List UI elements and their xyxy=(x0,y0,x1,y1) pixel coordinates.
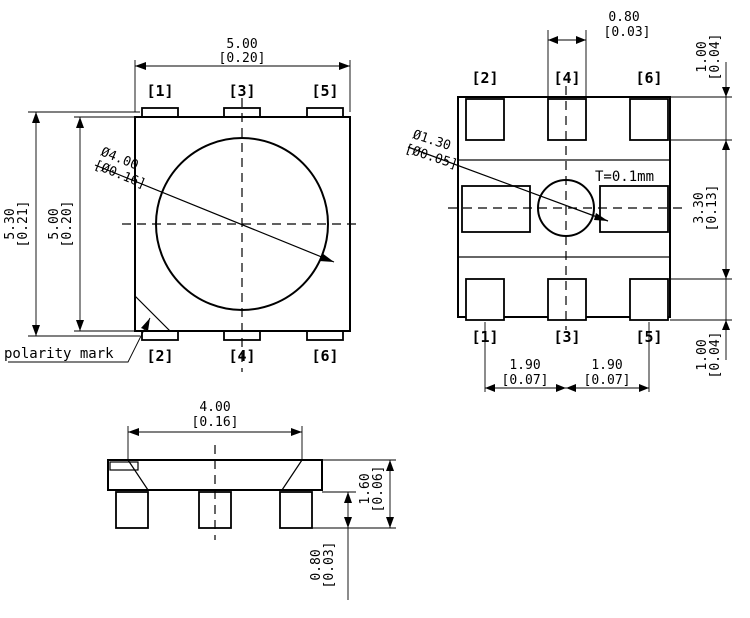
bottom-view-pitch-left-mm: 1.90 xyxy=(509,358,540,373)
top-view-inner-height-mm: 5.00 xyxy=(47,208,62,239)
bottom-view-pad-length-top-in: [0.04] xyxy=(708,34,723,81)
bottom-view-pad-length-bottom-in: [0.04] xyxy=(708,332,723,379)
bottom-view-span-mm: 3.30 xyxy=(692,192,707,223)
bottom-view-diameter-arrow xyxy=(594,213,608,221)
top-view-pin-2: [2] xyxy=(146,347,173,365)
side-view-width-in: [0.16] xyxy=(192,415,239,430)
bottom-view-diameter-leader xyxy=(407,146,609,222)
arrow xyxy=(722,87,730,97)
bottom-view-pitch-right-mm: 1.90 xyxy=(591,358,622,373)
top-view-outer-height-mm: 5.30 xyxy=(3,208,18,239)
arrow xyxy=(128,428,139,436)
bottom-view-pin-5: [5] xyxy=(635,328,662,346)
top-view-pin-6: [6] xyxy=(311,347,338,365)
polarity-arrow xyxy=(141,318,150,331)
top-view-width-mm: 5.00 xyxy=(226,37,257,52)
side-view-pad-height-in: [0.03] xyxy=(322,542,337,589)
arrow xyxy=(344,492,352,503)
arrow xyxy=(556,384,566,392)
side-view-lens-right xyxy=(281,459,303,491)
bottom-view-pad-5 xyxy=(629,278,669,321)
bottom-view-middle-pad-right xyxy=(599,185,669,233)
side-view-height-mm: 1.60 xyxy=(358,473,373,504)
polarity-leader xyxy=(8,317,151,363)
arrow xyxy=(386,460,394,471)
bottom-view-pitch-left-in: [0.07] xyxy=(502,373,549,388)
arrow xyxy=(135,62,146,70)
arrow xyxy=(339,62,350,70)
side-view-pad-height-mm: 0.80 xyxy=(309,549,324,580)
arrow xyxy=(566,384,576,392)
arrow xyxy=(639,384,649,392)
bottom-view-middle-pad-left xyxy=(461,185,531,233)
arrow xyxy=(76,117,84,128)
top-view-diameter-leader xyxy=(94,164,335,263)
bottom-view-pin-4: [4] xyxy=(553,69,580,87)
bottom-view-thickness-label: T=0.1mm xyxy=(595,169,654,185)
bottom-view-pad-4 xyxy=(547,98,587,141)
arrow xyxy=(485,384,495,392)
bottom-view: 0.80 [0.03] [2] [4] [6] [1] [3] [5] Ø1.3… xyxy=(403,10,732,392)
arrow xyxy=(386,517,394,528)
arrow xyxy=(32,325,40,336)
side-view-lens-left xyxy=(127,459,149,491)
bottom-view-pin-3: [3] xyxy=(553,328,580,346)
side-view-pad-left xyxy=(115,491,149,529)
bottom-view-pad-2 xyxy=(465,98,505,141)
bottom-view-span-in: [0.13] xyxy=(705,185,720,232)
bottom-view-pad-width-in: [0.03] xyxy=(604,25,651,40)
top-view-outer-height-in: [0.21] xyxy=(16,201,31,248)
bottom-view-pad-length-top-mm: 1.00 xyxy=(695,41,710,72)
arrow xyxy=(291,428,302,436)
arrow xyxy=(32,112,40,123)
bottom-view-pin-1: [1] xyxy=(471,328,498,346)
top-view-pin-1: [1] xyxy=(146,82,173,100)
arrow xyxy=(576,36,586,44)
top-view-pin-4: [4] xyxy=(228,347,255,365)
arrow xyxy=(76,320,84,331)
top-view-pin-5: [5] xyxy=(311,82,338,100)
side-view: 4.00 [0.16] 1.60 [0.06] 0.80 [0.03] xyxy=(107,400,396,600)
top-view: 5.00 [0.20] [1] [3] [5] [2] [4] [6] Ø4.0… xyxy=(3,37,362,372)
arrow xyxy=(344,517,352,528)
side-view-width-mm: 4.00 xyxy=(199,400,230,415)
arrow xyxy=(722,269,730,279)
bottom-view-pad-width-mm: 0.80 xyxy=(608,10,639,25)
bottom-view-pin-2: [2] xyxy=(471,69,498,87)
side-view-height-in: [0.06] xyxy=(371,466,386,513)
top-view-width-in: [0.20] xyxy=(219,51,266,66)
top-view-inner-height-in: [0.20] xyxy=(60,201,75,248)
top-view-pin-3: [3] xyxy=(228,82,255,100)
polarity-mark-label: polarity mark xyxy=(4,346,114,362)
polarity-chamfer xyxy=(134,295,171,332)
bottom-view-middle-band xyxy=(457,159,671,258)
bottom-view-pitch-right-in: [0.07] xyxy=(584,373,631,388)
bottom-view-pad-1 xyxy=(465,278,505,321)
bottom-view-pad-3 xyxy=(547,278,587,321)
side-view-pad-right xyxy=(279,491,313,529)
arrow xyxy=(722,320,730,330)
side-view-corner-notch xyxy=(109,461,139,471)
arrow xyxy=(548,36,558,44)
top-view-diameter-arrow xyxy=(319,253,334,262)
bottom-view-pad-length-bottom-mm: 1.00 xyxy=(695,339,710,370)
bottom-view-pad-6 xyxy=(629,98,669,141)
bottom-view-pin-6: [6] xyxy=(635,69,662,87)
